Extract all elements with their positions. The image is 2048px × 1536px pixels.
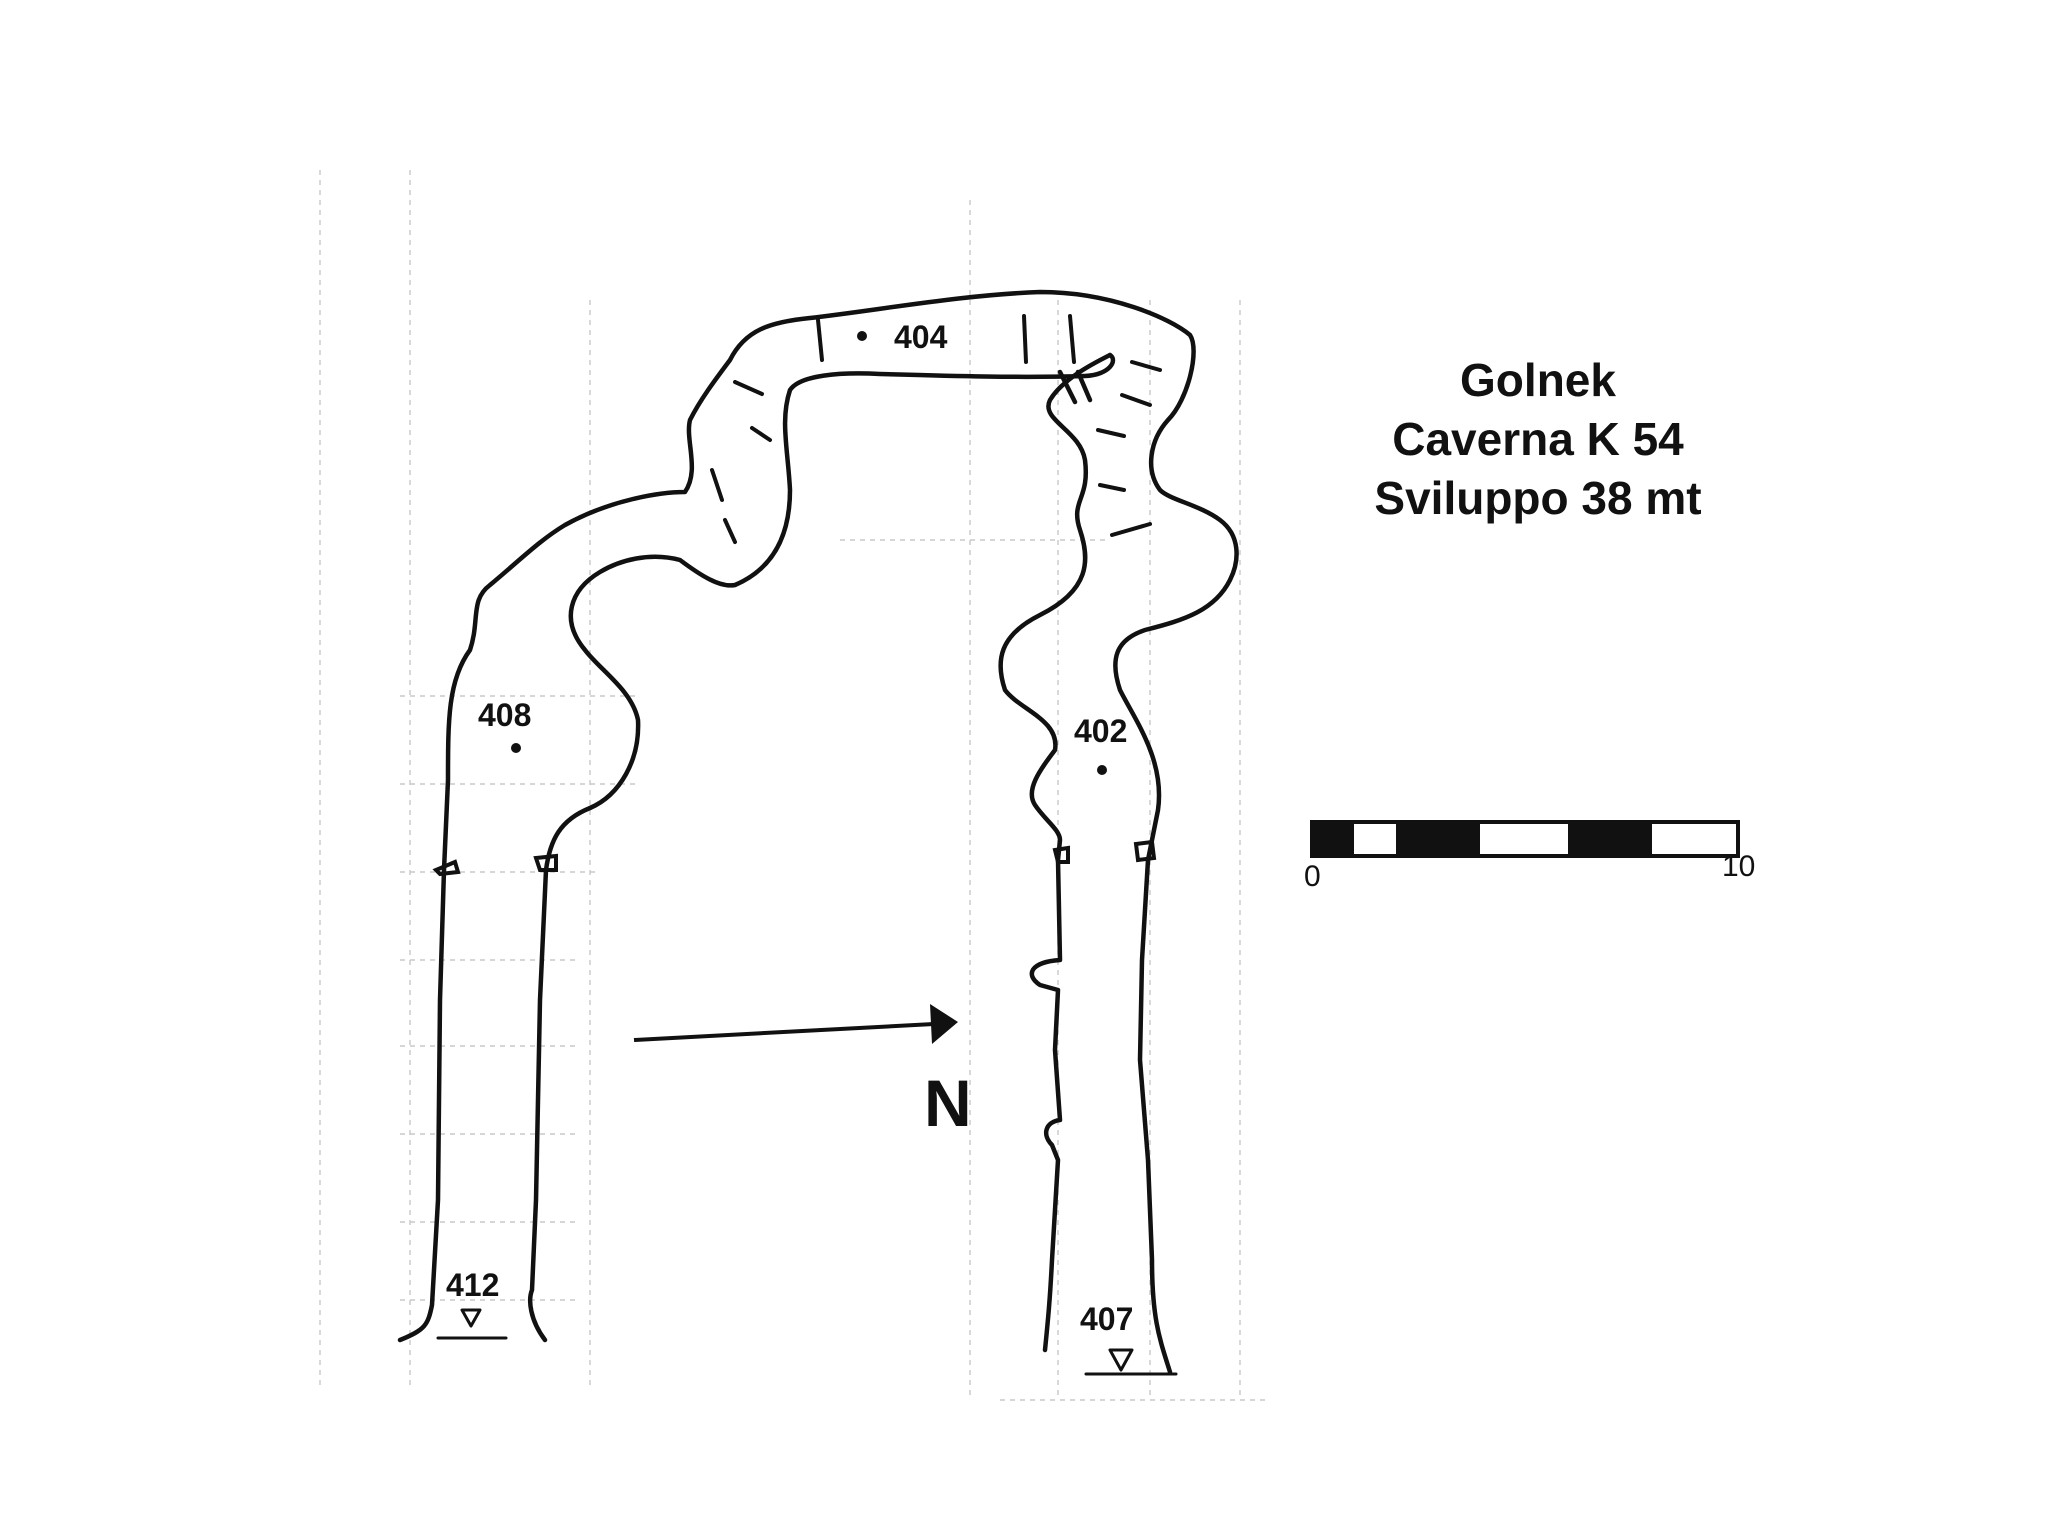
scale-end-label: 10 [1722, 850, 1755, 883]
station-label-402: 402 [1074, 713, 1127, 749]
station-label-404: 404 [894, 319, 948, 355]
arrow-head-icon [930, 1004, 958, 1044]
scale-bar: 0 10 [1304, 820, 1755, 893]
cave-inner-notch [1057, 369, 1093, 405]
station-408: 408 [478, 697, 531, 753]
scale-start-label: 0 [1304, 860, 1321, 893]
title-line-3: Sviluppo 38 mt [1374, 472, 1701, 524]
station-label-407: 407 [1080, 1301, 1133, 1337]
station-402: 402 [1074, 713, 1127, 775]
title-block: Golnek Caverna K 54 Sviluppo 38 mt [1374, 354, 1701, 524]
station-412: 412 [436, 1267, 508, 1340]
station-label-408: 408 [478, 697, 531, 733]
station-label-412: 412 [446, 1267, 499, 1303]
cave-outer-wall [397, 289, 1239, 1375]
cave-inner-wall-right [998, 352, 1113, 1353]
entrance-triangle-icon [1108, 1348, 1134, 1372]
title-line-1: Golnek [1460, 354, 1616, 406]
passage-constrictions [432, 839, 1157, 877]
station-407: 407 [1080, 1301, 1178, 1376]
slope-hatching [710, 314, 1162, 544]
north-arrow: N [633, 1004, 972, 1140]
graph-paper-grid [319, 170, 1270, 1401]
station-404: 404 [857, 319, 948, 355]
entrance-triangle-icon [460, 1308, 482, 1328]
cave-inner-wall-left [527, 352, 1116, 1343]
north-label: N [924, 1066, 972, 1140]
title-line-2: Caverna K 54 [1392, 413, 1684, 465]
